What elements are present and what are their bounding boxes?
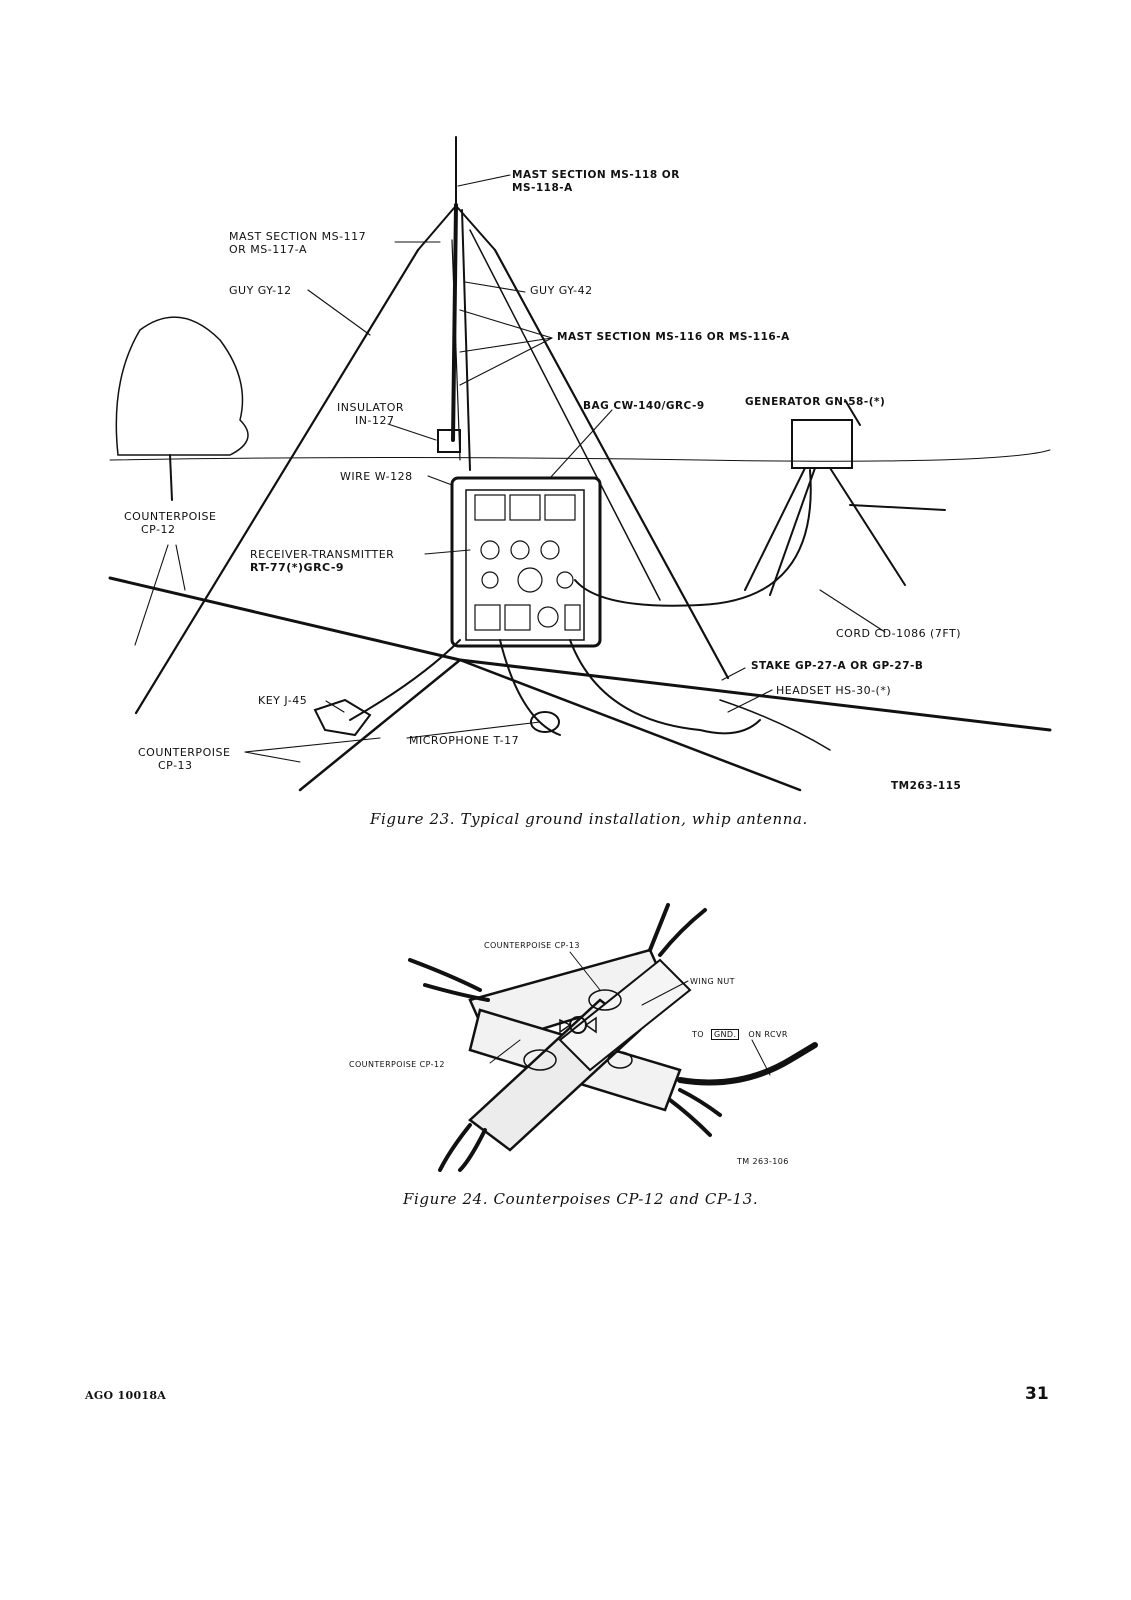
- label-line: INSULATOR: [337, 401, 405, 414]
- label-to-gnd-on-rcvr: TO GND. ON RCVR: [692, 1029, 788, 1040]
- label-to: TO: [692, 1030, 704, 1039]
- label-guy-gy12: GUY GY-12: [229, 284, 292, 297]
- page-number: 31: [1025, 1384, 1049, 1404]
- label-wire: WIRE W-128: [340, 470, 413, 483]
- label-bag: BAG CW-140/GRC-9: [583, 400, 705, 412]
- label-line: OR MS-117-A: [229, 243, 307, 256]
- label-line: CP-12: [141, 523, 176, 536]
- label-mast-section-ms118: MAST SECTION MS-118 OR MS-118-A: [512, 169, 680, 195]
- label-line: MAST SECTION MS-117: [229, 230, 367, 243]
- figure-24-illustration: [408, 903, 818, 1172]
- label-receiver-transmitter: RECEIVER-TRANSMITTER RT-77(*)GRC-9: [250, 548, 394, 574]
- label-counterpoise-cp13-fig24: COUNTERPOISE CP-13: [484, 941, 580, 950]
- label-insulator: INSULATOR IN-127: [337, 401, 404, 427]
- label-line: IN-127: [355, 414, 395, 427]
- label-line: CP-13: [158, 759, 193, 772]
- label-headset: HEADSET HS-30-(*): [776, 684, 892, 697]
- label-counterpoise-cp12-fig24: COUNTERPOISE CP-12: [349, 1060, 445, 1069]
- label-line: RECEIVER-TRANSMITTER: [250, 548, 395, 561]
- label-wing-nut: WING NUT: [690, 977, 735, 986]
- label-mast-section-ms117: MAST SECTION MS-117 OR MS-117-A: [229, 230, 366, 256]
- label-gnd-box: GND.: [710, 1029, 740, 1040]
- label-line: COUNTERPOISE: [138, 746, 231, 759]
- footer-ago-code: AGO 10018A: [85, 1389, 167, 1402]
- label-line: RT-77(*)GRC-9: [250, 561, 345, 574]
- label-on-rcvr: ON RCVR: [748, 1030, 788, 1039]
- figure-23-caption: Figure 23. Typical ground installation, …: [370, 810, 808, 828]
- label-line: COUNTERPOISE: [124, 510, 217, 523]
- label-counterpoise-cp12: COUNTERPOISE CP-12: [124, 510, 216, 536]
- label-generator: GENERATOR GN-58-(*): [745, 396, 886, 408]
- figure-24-caption: Figure 24. Counterpoises CP-12 and CP-13…: [403, 1190, 759, 1208]
- figure-23-code: TM263-115: [891, 780, 962, 792]
- figure-23-illustration: [108, 136, 1052, 792]
- label-line: MS-118-A: [512, 182, 573, 194]
- figure-24-code: TM 263-106: [737, 1157, 789, 1166]
- label-counterpoise-cp13: COUNTERPOISE CP-13: [138, 746, 230, 772]
- label-microphone: MICROPHONE T-17: [409, 734, 520, 747]
- label-line: MAST SECTION MS-118 OR: [512, 169, 680, 181]
- label-cord: CORD CD-1086 (7FT): [836, 627, 961, 640]
- label-guy-gy42: GUY GY-42: [530, 284, 593, 297]
- label-key: KEY J-45: [258, 694, 308, 707]
- label-stake: STAKE GP-27-A OR GP-27-B: [751, 660, 924, 672]
- label-mast-section-ms116: MAST SECTION MS-116 OR MS-116-A: [557, 331, 790, 343]
